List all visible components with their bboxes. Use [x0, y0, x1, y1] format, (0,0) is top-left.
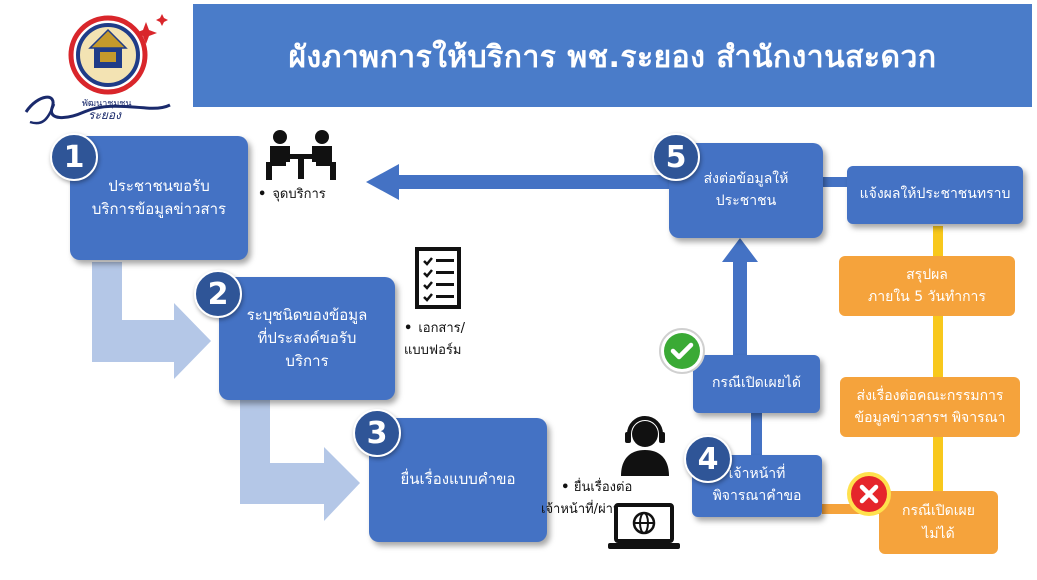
documents-note: เอกสาร/ แบบฟอร์ม — [404, 318, 465, 362]
step-1-box: ประชาชนขอรับ บริการข้อมูลข่าวสาร — [70, 136, 248, 260]
logo: พัฒนาชุมชน ระยอง — [18, 8, 178, 130]
step-5-badge: 5 — [652, 133, 700, 181]
logo-signature: ระยอง — [88, 108, 121, 122]
arrow-5-to-1-head — [366, 164, 399, 200]
logo-emblem — [24, 14, 171, 125]
meeting-icon — [262, 128, 340, 182]
yellow-connector — [933, 226, 943, 491]
step-3-badge: 3 — [353, 409, 401, 457]
step-2-box: ระบุชนิดของข้อมูล ที่ประสงค์ขอรับ บริการ — [219, 277, 395, 400]
arrow-5-to-1-shaft — [395, 175, 670, 189]
logo-caption: พัฒนาชุมชน — [82, 99, 132, 109]
header-banner: ผังภาพการให้บริการ พช.ระยอง สำนักงานสะดว… — [193, 4, 1032, 107]
arrow-disclose-to-5-head — [722, 238, 758, 262]
cross-circle-icon — [845, 470, 893, 518]
arrow-1-to-2 — [92, 262, 211, 379]
step-4-badge: 4 — [684, 435, 732, 483]
headset-user-icon — [617, 414, 673, 476]
laptop-globe-icon — [606, 503, 682, 551]
notify-box: แจ้งผลให้ประชาชนทราบ — [847, 166, 1023, 224]
checklist-icon — [414, 246, 462, 310]
arrow-disclose-to-5-shaft — [733, 260, 747, 355]
summary-box: สรุปผล ภายใน 5 วันทำการ — [839, 256, 1015, 316]
step-1-badge: 1 — [50, 133, 98, 181]
step-2-badge: 2 — [194, 270, 242, 318]
check-circle-icon — [658, 327, 706, 375]
committee-box: ส่งเรื่องต่อคณะกรรมการ ข้อมูลข่าวสารฯ พิ… — [840, 377, 1020, 437]
not-disclose-box: กรณีเปิดเผย ไม่ได้ — [879, 491, 998, 554]
connector-4-disclose — [751, 413, 762, 458]
connector-5-notify — [822, 177, 848, 187]
service-point-note: จุดบริการ — [258, 184, 325, 206]
disclose-box: กรณีเปิดเผยได้ — [693, 355, 820, 413]
connector-4-not-disclose — [822, 504, 882, 514]
page-title: ผังภาพการให้บริการ พช.ระยอง สำนักงานสะดว… — [288, 40, 937, 75]
arrow-2-to-3 — [240, 400, 360, 521]
